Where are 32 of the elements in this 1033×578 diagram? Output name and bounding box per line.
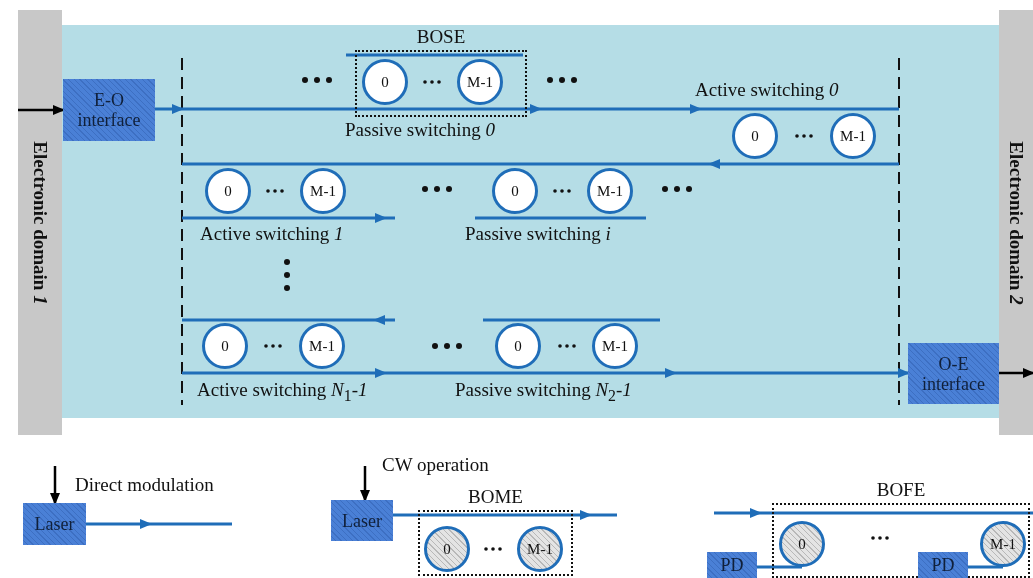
- domain-band: [18, 10, 62, 435]
- switching-label: Passive switching N$_{2}$-1: [455, 379, 632, 405]
- switching-label: Active switching 1: [200, 223, 344, 245]
- domain-band: [999, 10, 1033, 435]
- interface-box: O-E interface: [908, 343, 999, 404]
- group-label: BOFE: [875, 479, 927, 501]
- group-label: BOME: [467, 486, 524, 508]
- photodetector-box: PD: [707, 552, 757, 578]
- signal-arrow: [999, 368, 1033, 378]
- signal-arrow: [50, 466, 60, 505]
- interface-box: E-O interface: [63, 79, 155, 141]
- operation-label: CW operation: [382, 454, 489, 476]
- ring-resonator: 0: [779, 521, 825, 567]
- ring-resonator: M-1: [980, 521, 1026, 567]
- ring-resonator: 0: [424, 526, 470, 572]
- waveguide-arrow: [182, 368, 908, 378]
- switching-label: Passive switching 0: [345, 119, 495, 141]
- operation-label: Direct modulation: [75, 474, 214, 496]
- signal-arrow: [18, 105, 65, 115]
- group-label: BOSE: [415, 26, 467, 48]
- ring-resonator: M-1: [517, 526, 563, 572]
- switching-label: Active switching N$_{1}$-1: [197, 379, 368, 405]
- band-label: Electronic domain 2: [1005, 140, 1027, 305]
- waveguide-arrow: [86, 519, 152, 529]
- photodetector-box: PD: [918, 552, 968, 578]
- switching-label: Passive switching i: [465, 223, 611, 245]
- waveguide-arrow: [155, 104, 184, 114]
- band-label: Electronic domain 1: [29, 140, 51, 305]
- laser-box: Laser: [331, 500, 393, 541]
- switching-label: Active switching 0: [695, 79, 839, 101]
- signal-arrow: [360, 466, 370, 502]
- laser-box: Laser: [23, 503, 86, 545]
